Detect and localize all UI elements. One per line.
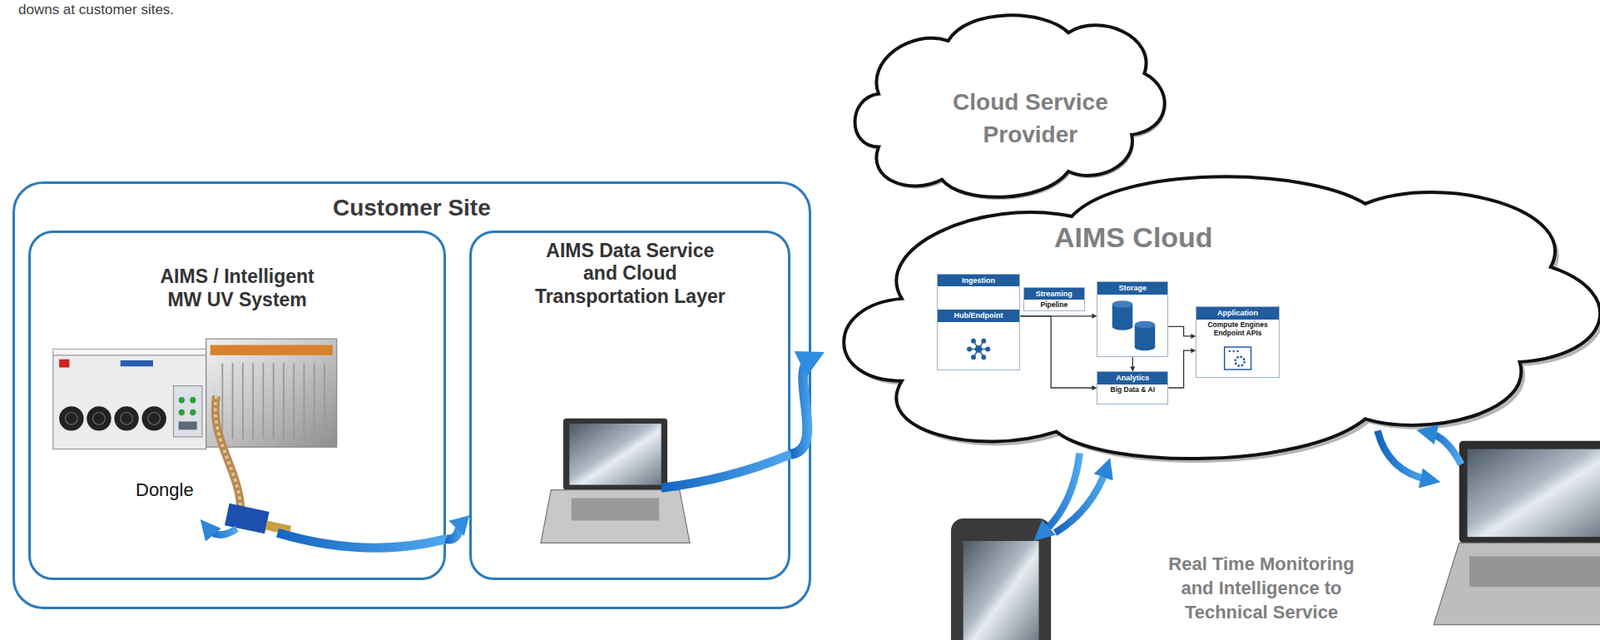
gear xyxy=(1235,356,1245,367)
cylinder-top xyxy=(1134,321,1156,329)
fan xyxy=(141,406,166,431)
endpoint-bar: Hub/Endpoint xyxy=(937,309,1021,322)
pointer-arrow xyxy=(208,528,237,535)
fan-ring xyxy=(148,411,161,425)
sync-arrow xyxy=(1055,469,1106,533)
cylinder-bottom xyxy=(1134,343,1156,352)
dot xyxy=(1232,350,1234,352)
label-holder: Real Time Monitoring and Intelligence to… xyxy=(1163,551,1360,625)
display xyxy=(178,421,198,431)
note-text: downs at customer sites. xyxy=(18,1,174,19)
cylinder-bottom xyxy=(1112,322,1134,331)
lamp-head-unit xyxy=(206,338,337,447)
window xyxy=(1224,346,1252,370)
note-text: Real Time Monitoring and Intelligence to… xyxy=(1163,551,1360,625)
compute-icon xyxy=(1224,346,1252,370)
cylinder-top xyxy=(1112,300,1134,308)
data-flow-arrow xyxy=(790,351,824,455)
laptop-icon xyxy=(540,418,690,544)
label-holder: downs at customer sites. xyxy=(18,1,174,19)
panel-body-text: Compute Engines Endpoint APIs xyxy=(1196,319,1279,338)
fan xyxy=(86,406,111,431)
box-title: Cloud Service Provider xyxy=(934,85,1126,151)
grating xyxy=(222,363,325,440)
part-label: Dongle xyxy=(135,479,194,501)
panel-header: Application xyxy=(1196,307,1279,320)
laptop-lid xyxy=(1459,440,1600,544)
sync-arrow xyxy=(1377,430,1429,481)
button xyxy=(178,396,185,403)
panel-header: Analytics xyxy=(1097,371,1168,385)
arrow-head xyxy=(448,515,470,536)
unit-front xyxy=(53,355,207,450)
phone-body xyxy=(951,518,1051,640)
data-flow-tail xyxy=(277,532,446,548)
data-flow-arrow xyxy=(445,515,470,540)
sync-arrow xyxy=(1428,432,1462,465)
hub-dot xyxy=(981,338,986,342)
laptop-screen xyxy=(569,423,661,486)
dongle-cable xyxy=(215,396,242,511)
streaming-box: StreamingPipeline xyxy=(1023,287,1085,312)
keyboard xyxy=(1469,555,1600,587)
panel-header: Streaming xyxy=(1024,287,1085,301)
hub-dot xyxy=(975,346,981,352)
dot xyxy=(1236,350,1239,352)
button xyxy=(189,409,196,416)
panel-body-text: Pipeline xyxy=(1024,299,1085,310)
cloud-shape xyxy=(843,176,1600,459)
analytics-box: AnalyticsBig Data & AI xyxy=(1096,371,1169,404)
provider-cloud: Cloud Service Provider xyxy=(847,0,1164,204)
cloud-shape xyxy=(854,14,1165,198)
keyboard xyxy=(571,498,659,521)
fan-ring xyxy=(64,411,78,425)
hub-dot xyxy=(971,355,976,359)
box-title: AIMS Data Service and Cloud Transportati… xyxy=(528,239,733,309)
panel-header: Ingestion xyxy=(937,274,1021,288)
power-supply-unit xyxy=(53,348,207,449)
aims-cloud: AIMS CloudIngestionHub/EndpointStreaming… xyxy=(824,153,1597,470)
box-title: AIMS / Intelligent MW UV System xyxy=(148,265,327,312)
ingestion-box: IngestionHub/Endpoint xyxy=(936,273,1021,372)
dot xyxy=(1228,350,1231,352)
panel-header: Storage xyxy=(1097,282,1168,295)
logo-plate xyxy=(120,360,154,367)
data-flow-tail xyxy=(661,454,792,488)
panel-body-text: Big Data & AI xyxy=(1097,384,1168,395)
laptop-lid xyxy=(563,418,668,491)
hub-dot xyxy=(985,346,990,351)
arrow-head xyxy=(794,351,825,377)
lamp-housing xyxy=(206,338,337,447)
phone-icon xyxy=(951,518,1051,640)
box-title: AIMS Cloud xyxy=(1025,220,1242,255)
label-holder: Dongle xyxy=(135,479,194,501)
laptop-base xyxy=(540,490,690,544)
fan-ring xyxy=(120,411,134,425)
laptop-screen xyxy=(1467,449,1600,537)
cable-braid xyxy=(215,396,242,511)
box-title: Customer Site xyxy=(14,194,809,222)
hub-dot xyxy=(971,338,976,342)
hub-dot xyxy=(967,346,971,351)
fan xyxy=(113,406,139,431)
laptop-icon xyxy=(1433,440,1600,625)
power-switch xyxy=(59,359,70,368)
button xyxy=(178,409,185,416)
hub-dot xyxy=(981,355,986,359)
control-panel xyxy=(173,386,202,437)
laptop-base xyxy=(1433,542,1600,625)
button xyxy=(189,396,196,403)
fan xyxy=(59,406,84,431)
orange-band xyxy=(210,345,333,356)
fan-ring xyxy=(93,411,106,425)
phone-screen xyxy=(963,540,1040,640)
